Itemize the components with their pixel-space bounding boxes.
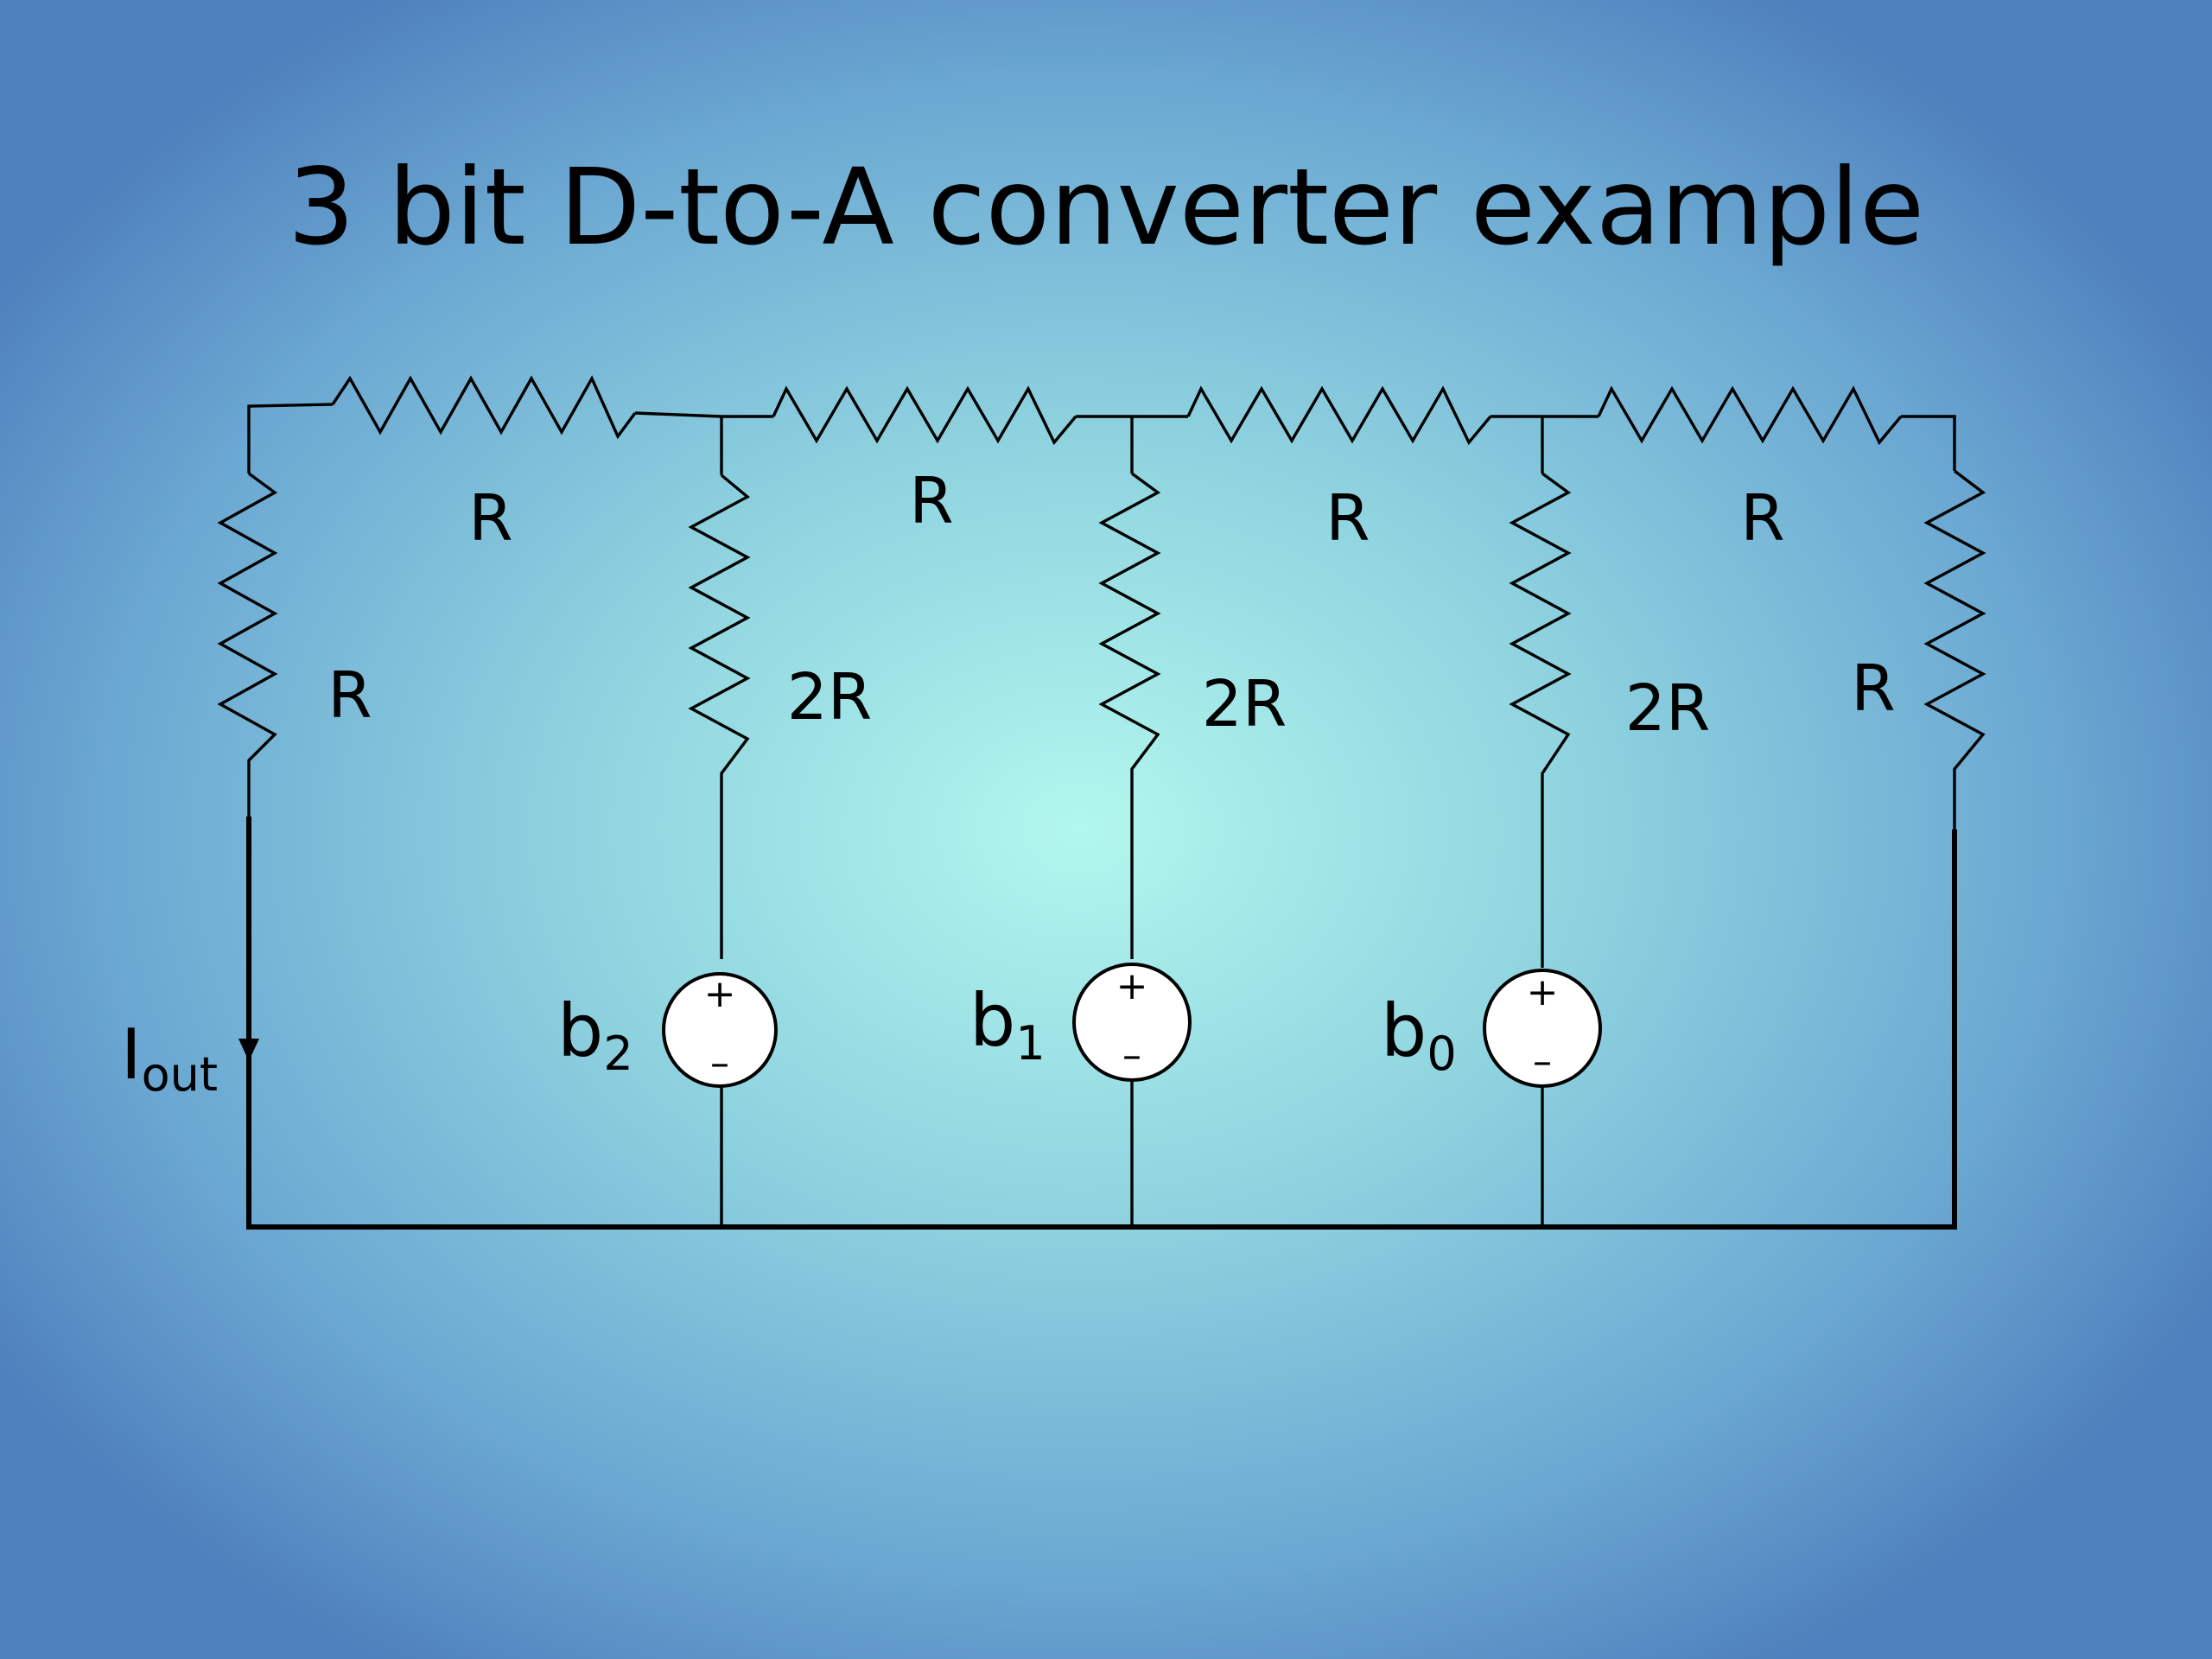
source-b1-symbol: b: [969, 978, 1015, 1063]
resistor-leg-b1: [1098, 472, 1161, 959]
label-leg-b1: 2R: [1202, 667, 1287, 741]
source-b2-symbol: b: [557, 988, 603, 1073]
source-b2-circle: [662, 972, 778, 1088]
source-b0-symbol: b: [1381, 988, 1427, 1073]
resistor-leg-b0: [1509, 472, 1572, 968]
label-series-3: R: [1325, 481, 1370, 556]
label-leg-right: R: [1851, 652, 1895, 726]
current-symbol: I: [121, 1014, 142, 1095]
voltage-source-b1: + –: [1072, 963, 1192, 1082]
slide-title: 3 bit D-to-A converter example: [287, 146, 1925, 269]
top-wire-right-corner: [1901, 415, 1956, 471]
resistor-series-2: [772, 385, 1077, 446]
current-arrow-icon: [238, 1039, 259, 1061]
voltage-source-b0: + –: [1483, 969, 1602, 1088]
source-b1-plus: +: [1116, 964, 1148, 1008]
source-b1-minus: –: [1122, 1033, 1141, 1077]
source-b0-subscript: 0: [1427, 1027, 1456, 1081]
voltage-source-b2: + –: [662, 972, 778, 1088]
resistor-series-3: [1186, 385, 1492, 446]
current-subscript: out: [142, 1047, 218, 1102]
label-series-2: R: [909, 464, 953, 538]
top-wire-left-corner: [247, 403, 334, 474]
source-b0-plus: +: [1527, 970, 1559, 1014]
resistor-leg-right: [1923, 469, 1986, 830]
label-leg-b0: 2R: [1625, 671, 1711, 746]
resistor-series-4: [1597, 385, 1903, 446]
label-output-current: Iout: [121, 1014, 218, 1102]
source-b2-minus: –: [710, 1041, 729, 1085]
label-source-b2: b2: [557, 988, 633, 1081]
resistor-leg-b2: [688, 474, 751, 959]
source-b2-plus: +: [704, 972, 736, 1016]
label-series-1: R: [468, 481, 512, 556]
label-series-4: R: [1740, 481, 1784, 556]
source-b0-minus: –: [1533, 1039, 1552, 1084]
label-source-b1: b1: [969, 978, 1046, 1071]
resistor-leg-left: [217, 472, 278, 817]
source-b1-subscript: 1: [1015, 1016, 1045, 1071]
label-source-b0: b0: [1381, 988, 1457, 1081]
source-b0-circle: [1483, 969, 1602, 1088]
top-wire-seg-1: [634, 411, 773, 418]
source-b1-circle: [1072, 963, 1192, 1082]
resistor-series-1: [331, 375, 637, 440]
label-leg-b2: 2R: [787, 660, 873, 734]
label-leg-left: R: [327, 658, 372, 733]
source-b2-subscript: 2: [603, 1027, 632, 1081]
